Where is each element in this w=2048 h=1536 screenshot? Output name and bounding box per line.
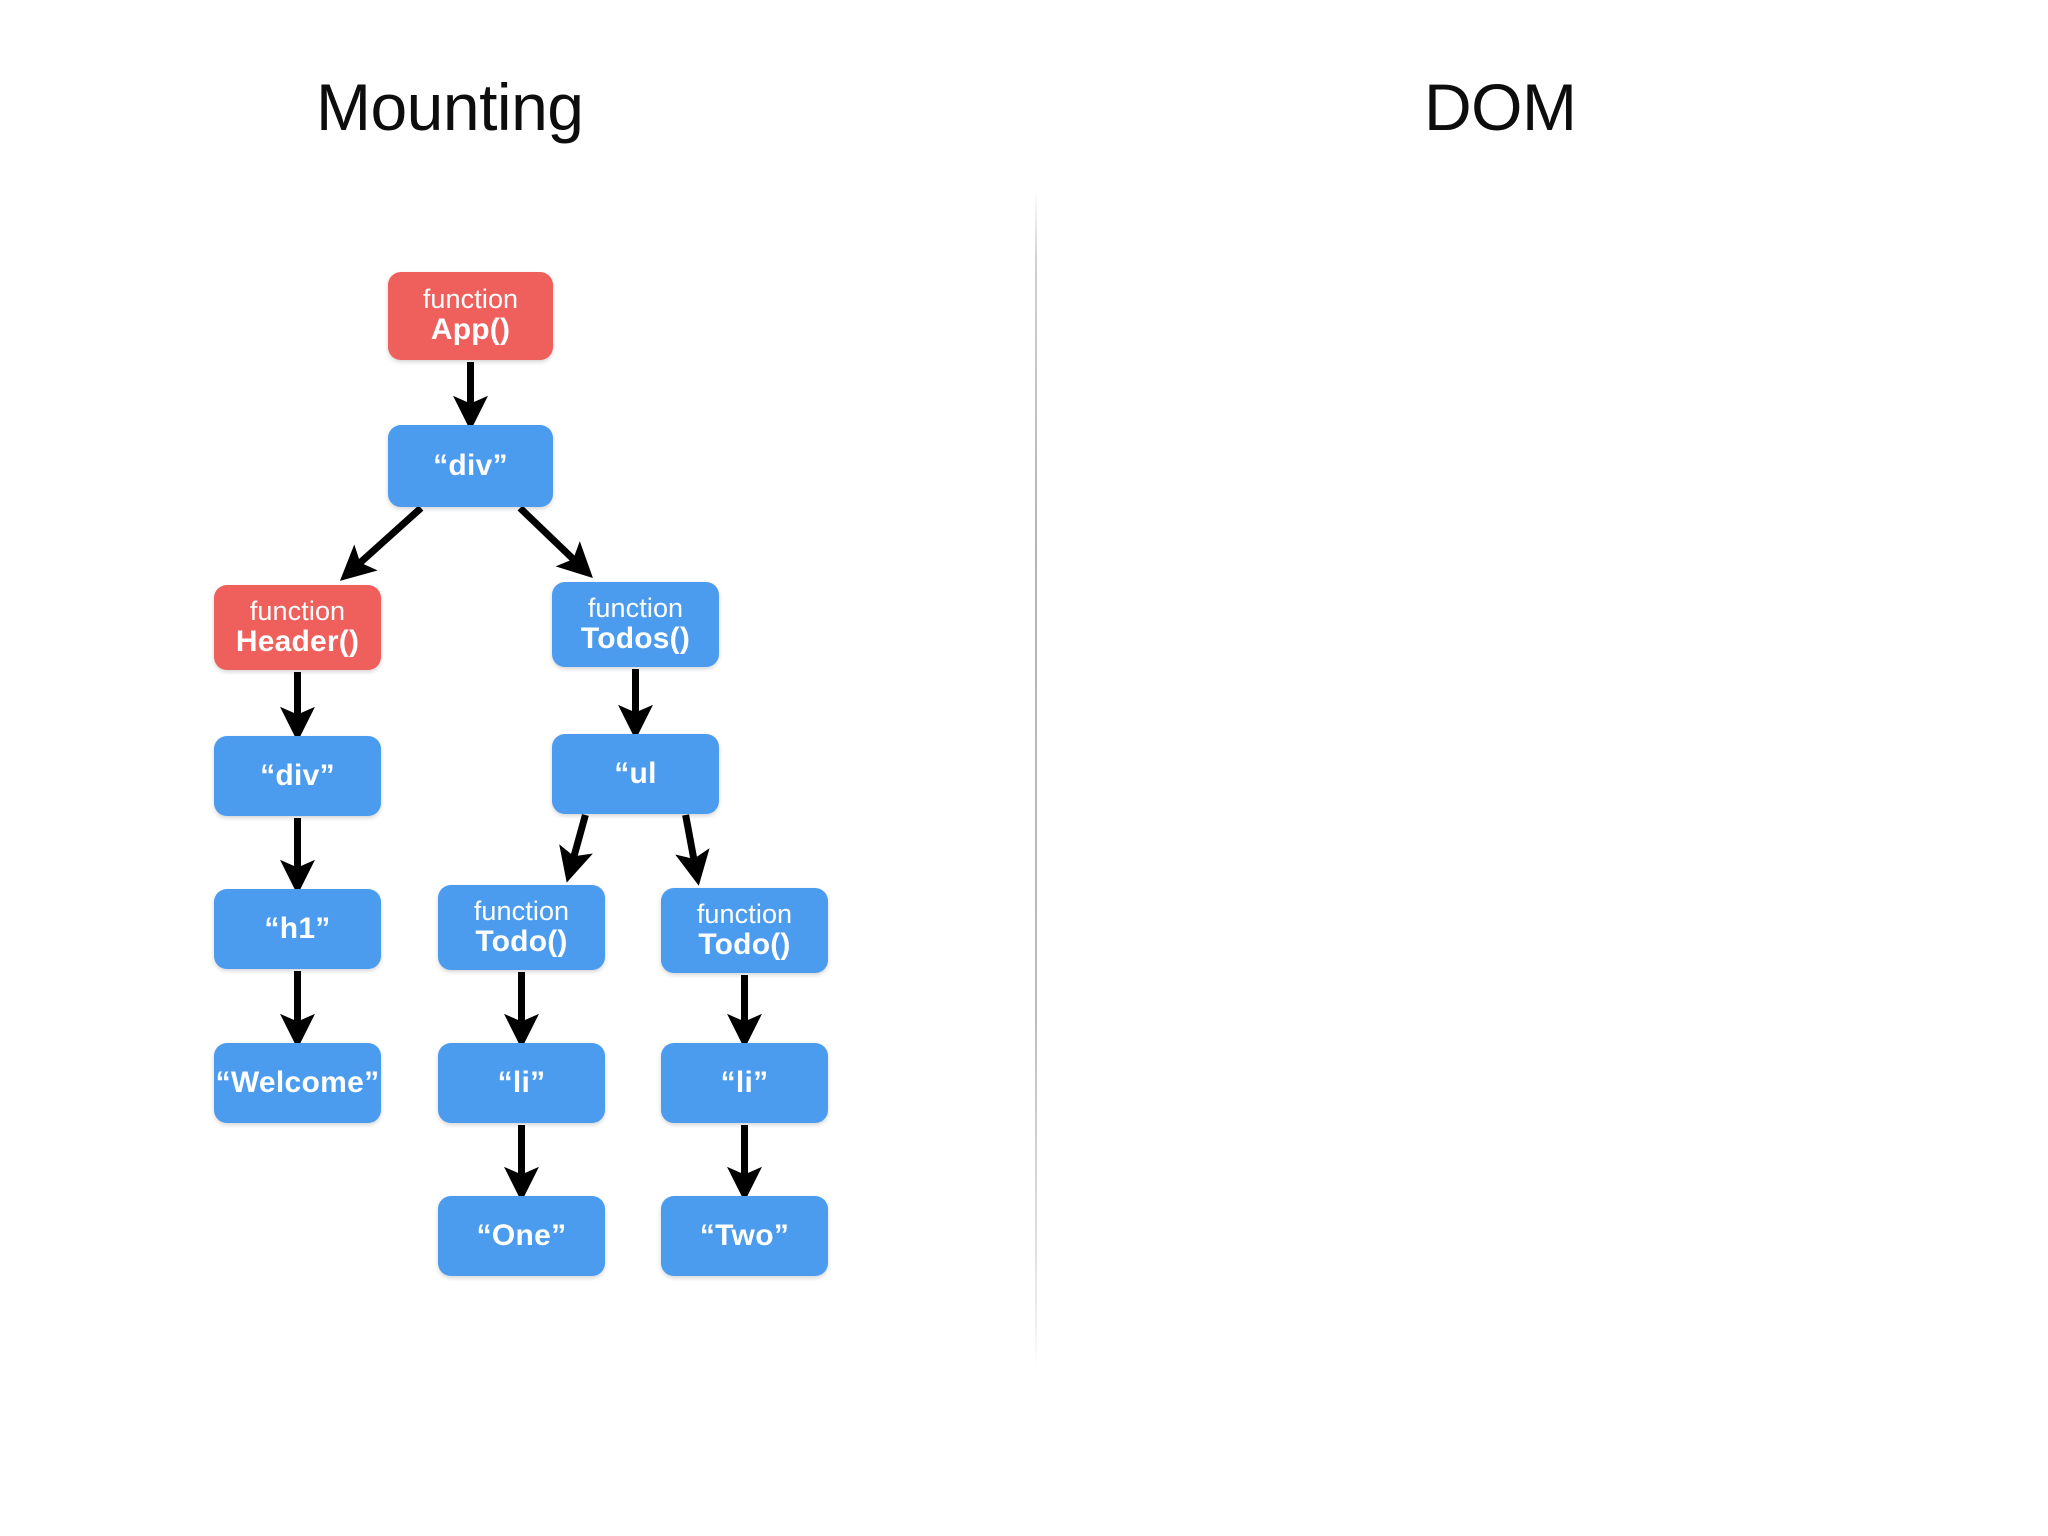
node-keyword: function bbox=[587, 592, 684, 623]
tree-node-two: “Two” bbox=[661, 1196, 828, 1276]
node-function-name: Header() bbox=[235, 624, 360, 658]
node-function-name: Todo() bbox=[475, 924, 568, 958]
page-title-dom: DOM bbox=[1424, 70, 1577, 144]
node-label: “ul bbox=[614, 757, 657, 790]
node-label: “Welcome” bbox=[215, 1066, 380, 1099]
node-keyword: function bbox=[249, 595, 346, 626]
node-label: “li” bbox=[720, 1066, 769, 1099]
tree-node-one: “One” bbox=[438, 1196, 605, 1276]
node-label: “li” bbox=[497, 1066, 546, 1099]
panel-divider bbox=[1035, 190, 1037, 1370]
tree-edge-ul-to-todo1 bbox=[559, 814, 593, 883]
node-label: “div” bbox=[433, 449, 508, 482]
tree-edge-div1-to-header bbox=[339, 505, 424, 581]
node-function-name: Todos() bbox=[580, 621, 691, 655]
tree-edge-div1-to-todos bbox=[517, 505, 593, 579]
page-title-mounting: Mounting bbox=[316, 70, 584, 144]
tree-node-div2: “div” bbox=[214, 736, 381, 816]
tree-edge-ul-to-todo2 bbox=[675, 814, 710, 886]
node-label: “div” bbox=[260, 759, 335, 792]
tree-node-welcome: “Welcome” bbox=[214, 1043, 381, 1123]
node-label: “h1” bbox=[264, 912, 331, 945]
tree-node-h1: “h1” bbox=[214, 889, 381, 969]
node-keyword: function bbox=[696, 898, 793, 929]
tree-node-li1: “li” bbox=[438, 1043, 605, 1123]
tree-node-ul: “ul bbox=[552, 734, 719, 814]
node-function-name: Todo() bbox=[698, 927, 791, 961]
node-label: “One” bbox=[476, 1219, 567, 1252]
tree-node-div1: “div” bbox=[388, 425, 553, 507]
node-label: “Two” bbox=[699, 1219, 790, 1252]
node-function-name: App() bbox=[430, 313, 511, 347]
node-keyword: function bbox=[473, 895, 570, 926]
tree-node-li2: “li” bbox=[661, 1043, 828, 1123]
node-keyword: function bbox=[422, 284, 519, 315]
